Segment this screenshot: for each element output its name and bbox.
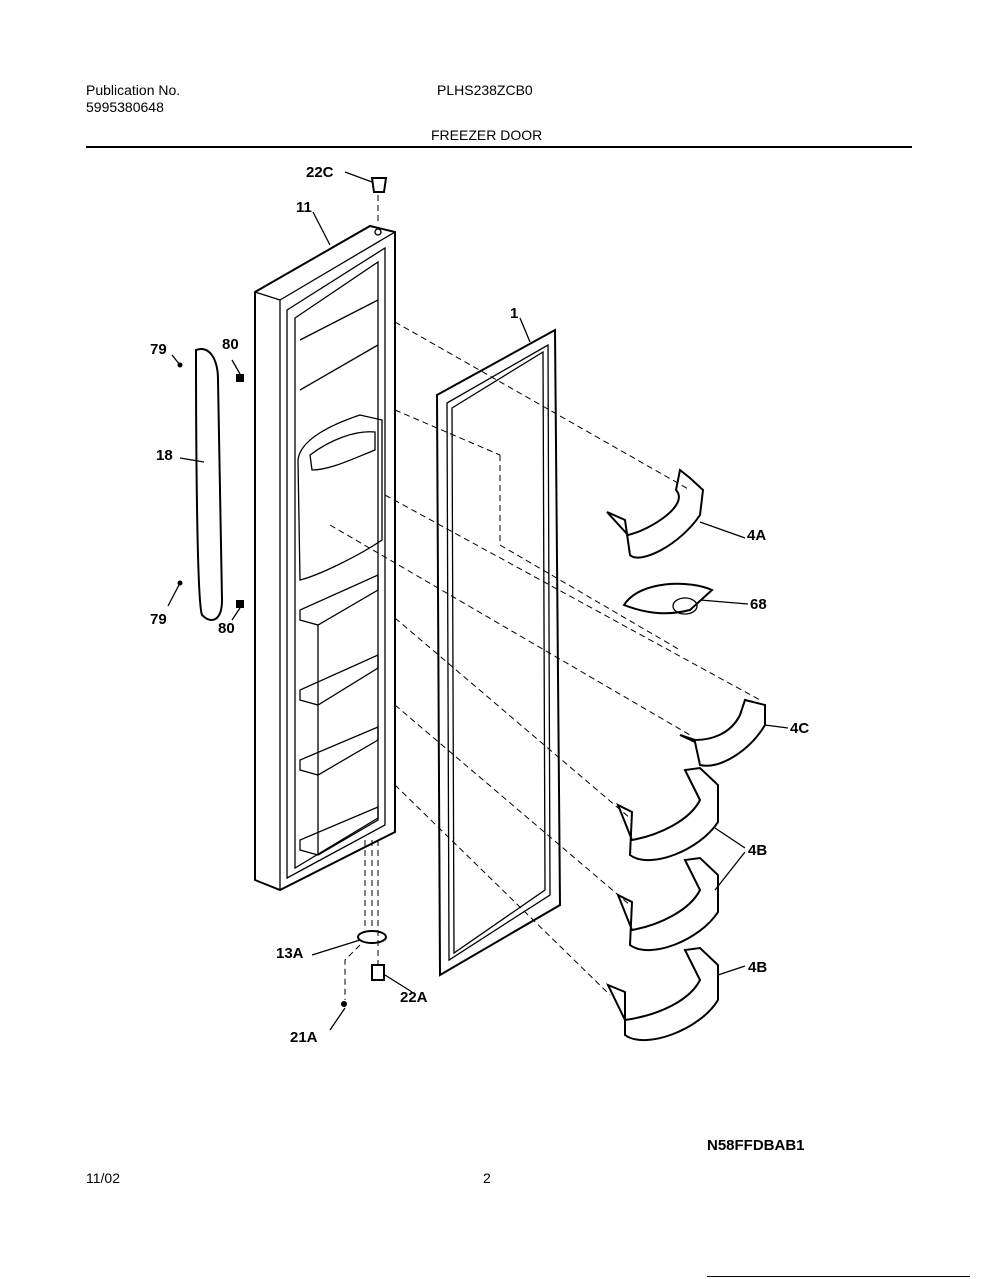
callout-79-top: 79 [150,341,167,358]
section-title: FREEZER DOOR [431,127,543,143]
callout-18: 18 [156,447,173,464]
freezer-door-liner [254,224,396,892]
screw-21A [341,1001,347,1007]
model-number: PLHS238ZCB0 [437,82,533,98]
callout-1: 1 [510,305,518,322]
callout-4B-upper: 4B [748,842,767,859]
page-number: 2 [483,1170,491,1186]
callout-4C: 4C [790,720,809,737]
footer-rule [707,1276,970,1277]
door-bin-4C [679,698,766,767]
door-bin-4B-lower [605,946,719,1041]
header-rule [86,146,912,148]
door-bin-4B-upper [616,766,719,952]
hinge-13A [357,930,387,944]
callout-80-bottom: 80 [218,620,235,637]
publication-number: 5995380648 [86,99,164,115]
ice-chute-68 [622,582,714,615]
leader-lines [167,171,789,1031]
callout-80-top: 80 [222,336,239,353]
callout-13A: 13A [276,945,304,962]
hinge-pin-22A [371,964,385,981]
door-gasket [435,328,562,977]
plug-80-bottom [236,600,244,608]
hinge-pin-22C [370,177,388,193]
callout-4A: 4A [747,527,766,544]
callout-22A: 22A [400,989,428,1006]
dispenser-housing [297,414,383,581]
diagram-code: N58FFDBAB1 [707,1137,805,1154]
callout-22C: 22C [306,164,334,181]
callout-4B-lower: 4B [748,959,767,976]
footer-date: 11/02 [86,1170,120,1186]
plug-80-top [236,374,244,382]
assembly-lines [329,195,761,1000]
door-handle [194,348,224,621]
callout-11: 11 [296,199,312,216]
door-bin-4A [606,468,705,559]
publication-label: Publication No. [86,82,181,98]
callout-68: 68 [750,596,767,613]
callout-21A: 21A [290,1029,318,1046]
callout-79-bottom: 79 [150,611,167,628]
